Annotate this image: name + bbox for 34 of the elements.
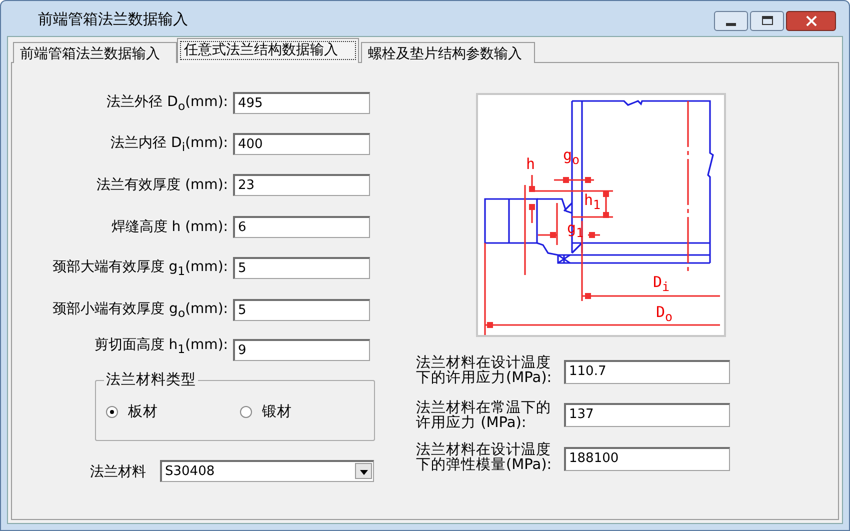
dimension-label: D$_{o}$: [656, 303, 673, 324]
input-field: 110.7: [564, 360, 730, 384]
field-label: 颈部大端有效厚度 g$_{1}$(mm):: [51, 259, 228, 279]
input-field: 188100: [564, 447, 730, 471]
selected-tab: 任意式法兰结构数据输入: [177, 38, 359, 63]
field-label: 剪切面高度 h$_{1}$(mm):: [93, 337, 228, 357]
dimension-label: h: [526, 155, 536, 173]
tab: 螺栓及垫片结构参数输入: [361, 42, 535, 63]
input-field: 5: [233, 299, 370, 321]
field-label: 焊缝高度 h (mm):: [110, 219, 228, 235]
input-field: 495: [233, 92, 370, 114]
input-field: 23: [233, 174, 370, 196]
group-heading: 法兰材料类型: [104, 371, 198, 389]
window-title: 前端管箱法兰数据输入: [38, 10, 188, 29]
input-field: 137: [564, 403, 730, 427]
field-label: 颈部小端有效厚度 g$_{o}$(mm):: [52, 301, 228, 321]
field-label: 法兰材料在设计温度下的许用应力(MPa):: [416, 356, 553, 386]
field-label: 法兰材料在常温下的许用应力 (MPa):: [416, 401, 552, 431]
dimension-label: D$_{i}$: [653, 273, 670, 294]
dimension-label: g$_{o}$: [563, 146, 580, 167]
radio-button: 板材: [106, 403, 158, 421]
field-label: 法兰材料在设计温度下的弹性模量(MPa):: [416, 443, 553, 473]
input-field: 6: [233, 216, 370, 238]
dropdown-field: S30408: [160, 460, 374, 482]
input-field: 5: [233, 257, 370, 279]
input-field: 9: [233, 339, 370, 361]
tab: 前端管箱法兰数据输入: [13, 42, 177, 63]
field-label: 法兰外径 D$_{o}$(mm):: [106, 94, 228, 114]
field-label: 法兰有效厚度 (mm):: [96, 177, 228, 193]
field-label: 法兰内径 D$_{i}$(mm):: [110, 135, 228, 155]
input-field: 400: [233, 133, 370, 155]
field-label: 法兰材料: [89, 464, 146, 480]
dimension-label: h$_{1}$: [584, 191, 601, 212]
radio-button: 锻材: [240, 403, 292, 421]
